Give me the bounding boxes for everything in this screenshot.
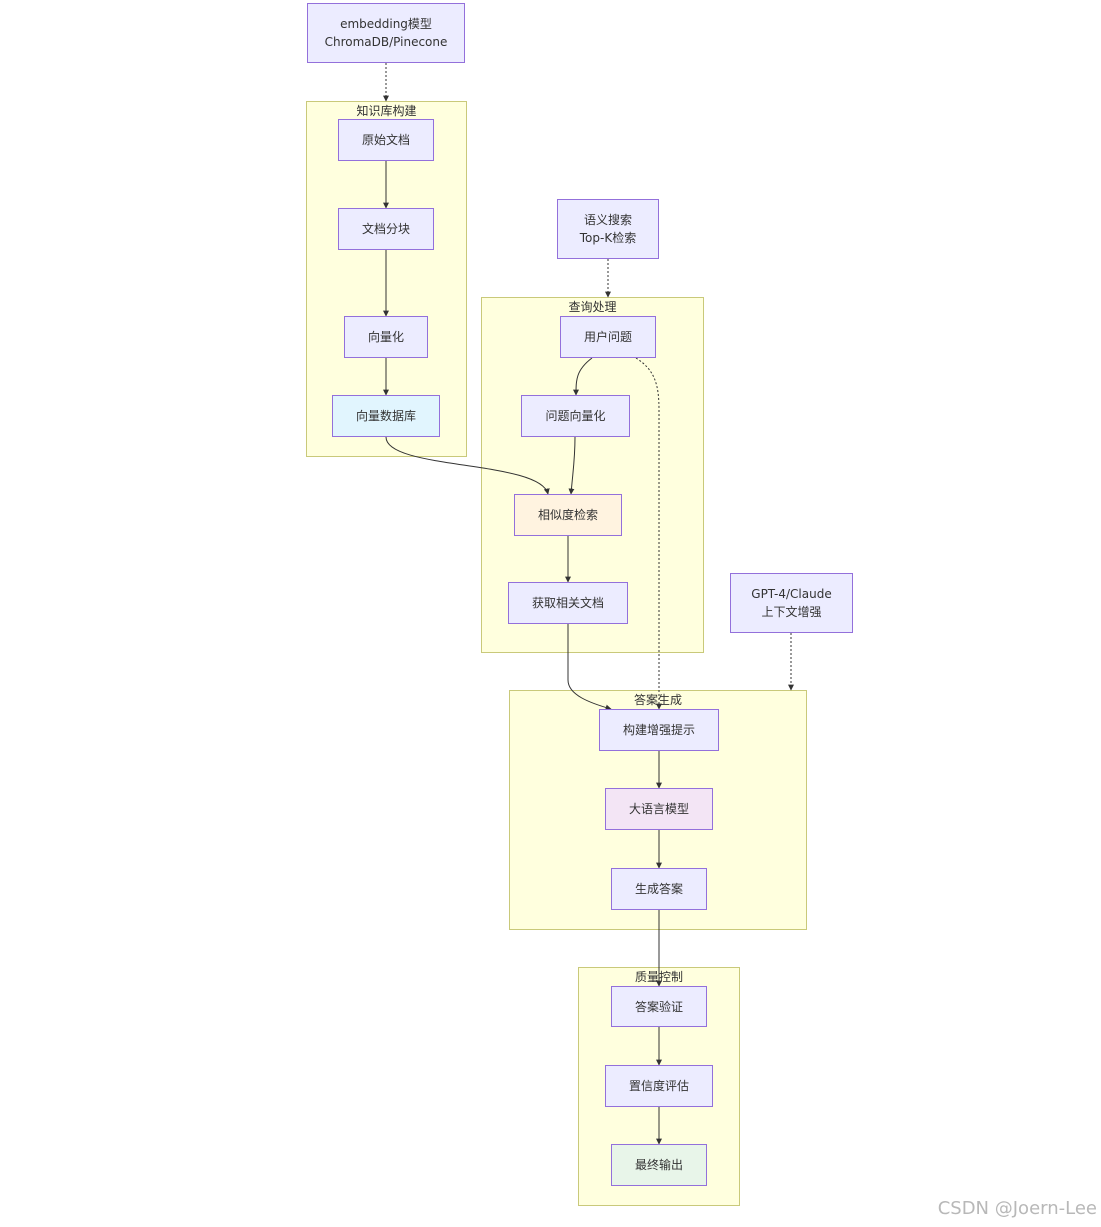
edge-userq-to-qvec <box>573 357 593 396</box>
node-llm[interactable]: 大语言模型 <box>605 788 713 830</box>
node-label: 答案验证 <box>634 999 683 1014</box>
node-label: 用户问题 <box>583 330 632 344</box>
node-chunking[interactable]: 文档分块 <box>338 208 434 250</box>
node-label: 相似度检索 <box>537 508 598 522</box>
node-label: 构建增强提示 <box>622 723 695 737</box>
node-label: 向量数据库 <box>355 409 416 423</box>
node-final-output[interactable]: 最终输出 <box>611 1144 707 1186</box>
node-label: 置信度评估 <box>628 1079 689 1093</box>
watermark: CSDN @Joern-Lee <box>937 1198 1097 1219</box>
node-embedding-note[interactable]: embedding模型 ChromaDB/Pinecone <box>307 3 465 63</box>
edge-fetch-to-prompt <box>567 624 612 711</box>
node-similarity-search[interactable]: 相似度检索 <box>514 494 622 536</box>
node-label: 文档分块 <box>361 222 410 236</box>
node-vectorize[interactable]: 向量化 <box>344 316 428 358</box>
node-fetch-documents[interactable]: 获取相关文档 <box>508 582 628 624</box>
node-vector-database[interactable]: 向量数据库 <box>332 395 440 437</box>
node-label: Top-K检索 <box>579 231 637 245</box>
node-answer-verify[interactable]: 答案验证 <box>611 986 707 1027</box>
node-label: 原始文档 <box>361 133 410 147</box>
node-label: 最终输出 <box>634 1158 683 1172</box>
node-label: 向量化 <box>367 330 404 344</box>
edge-userq-to-prompt <box>635 357 662 710</box>
node-label: embedding模型 <box>340 17 432 31</box>
node-user-question[interactable]: 用户问题 <box>560 316 656 358</box>
node-build-prompt[interactable]: 构建增强提示 <box>599 709 719 751</box>
edge-qvec-to-similarity <box>568 436 576 495</box>
node-semantic-search-note[interactable]: 语义搜索 Top-K检索 <box>557 199 659 259</box>
edge-vdb-to-similarity <box>385 436 550 495</box>
node-label: 问题向量化 <box>545 409 606 423</box>
node-label: 语义搜索 <box>583 213 632 227</box>
node-llm-context-note[interactable]: GPT-4/Claude 上下文增强 <box>730 573 853 633</box>
node-confidence-eval[interactable]: 置信度评估 <box>605 1065 713 1107</box>
node-label: 大语言模型 <box>628 802 689 816</box>
subgraph-title: 知识库构建 <box>356 104 417 118</box>
subgraph-title: 答案生成 <box>633 693 682 707</box>
node-generate-answer[interactable]: 生成答案 <box>611 868 707 910</box>
subgraph-title: 查询处理 <box>568 300 617 314</box>
node-label: 获取相关文档 <box>531 596 604 610</box>
node-label: ChromaDB/Pinecone <box>324 35 448 49</box>
node-question-vectorize[interactable]: 问题向量化 <box>521 395 630 437</box>
node-label: 上下文增强 <box>761 605 822 619</box>
node-raw-document[interactable]: 原始文档 <box>338 119 434 161</box>
node-label: GPT-4/Claude <box>751 587 832 601</box>
node-label: 生成答案 <box>634 882 683 896</box>
